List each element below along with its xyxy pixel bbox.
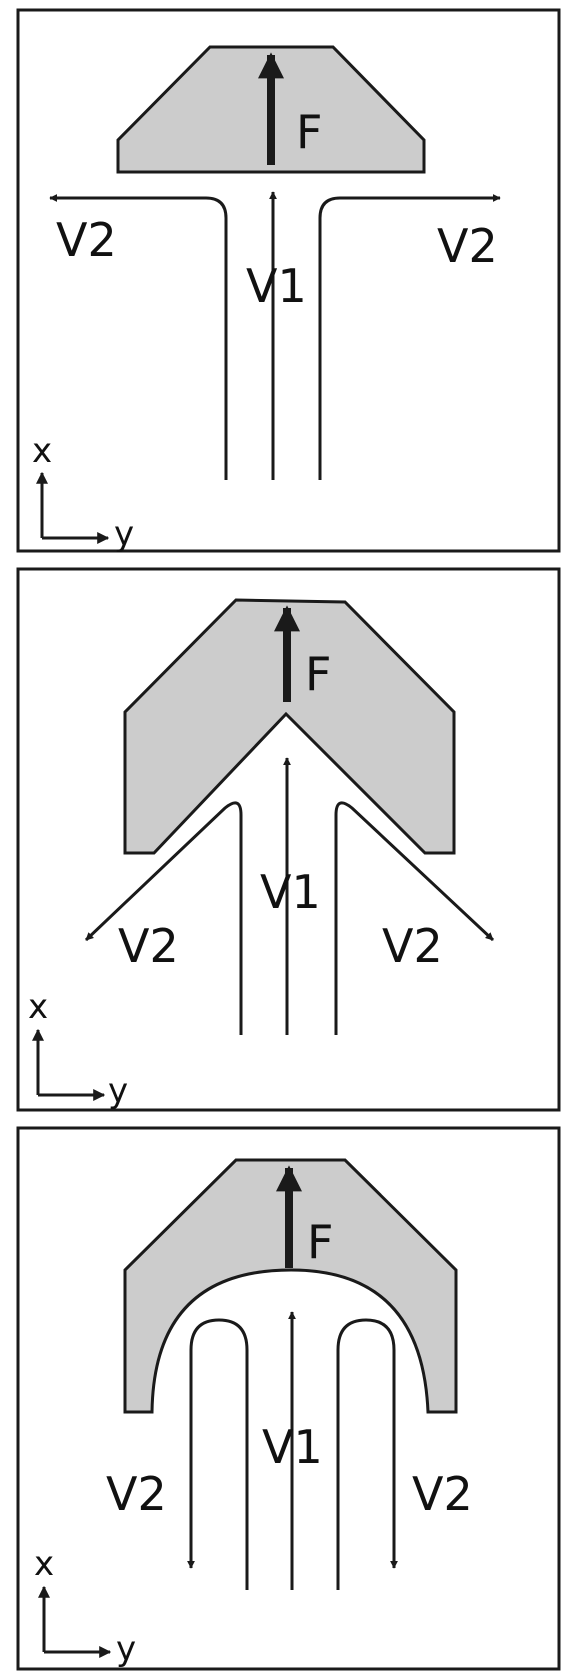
streamline-right — [318, 194, 501, 480]
x-axis-label: x — [34, 1544, 54, 1584]
inflow-label: V1 — [262, 1420, 323, 1474]
axis-triad: x y — [34, 1544, 136, 1669]
outflow-left-label: V2 — [106, 1467, 167, 1521]
y-axis-label: y — [114, 514, 134, 554]
inflow-label: V1 — [246, 259, 307, 313]
panel-cup-deflector: F V1 V2 V2 x y — [16, 1126, 561, 1671]
outflow-right-label: V2 — [437, 219, 498, 273]
x-axis-label: x — [32, 431, 52, 471]
force-label: F — [296, 105, 322, 159]
axis-triad: x y — [32, 431, 134, 554]
deflector-wedge — [123, 598, 456, 855]
axis-triad: x y — [28, 987, 128, 1111]
panel-frame — [16, 8, 561, 553]
force-label: F — [305, 647, 331, 701]
panel-wedge-deflector: F V1 V2 V2 x y — [16, 567, 561, 1112]
panel-frame — [16, 1126, 561, 1671]
streamline-right — [336, 1318, 398, 1590]
y-axis-label: y — [116, 1629, 136, 1669]
inflow-label: V1 — [260, 865, 321, 919]
streamline-right — [334, 801, 495, 1035]
streamline-left — [187, 1318, 249, 1590]
outflow-left-label: V2 — [118, 919, 179, 973]
deflector-cup — [123, 1158, 458, 1414]
panel-frame — [16, 567, 561, 1112]
force-label: F — [307, 1215, 333, 1269]
x-axis-label: x — [28, 987, 48, 1027]
outflow-left-label: V2 — [56, 213, 117, 267]
outflow-right-label: V2 — [412, 1467, 473, 1521]
streamline-left — [84, 801, 243, 1035]
outflow-right-label: V2 — [382, 919, 443, 973]
streamline-left — [49, 194, 228, 480]
panel-flat-plate: F V1 V2 V2 x y — [16, 8, 561, 554]
y-axis-label: y — [108, 1071, 128, 1111]
